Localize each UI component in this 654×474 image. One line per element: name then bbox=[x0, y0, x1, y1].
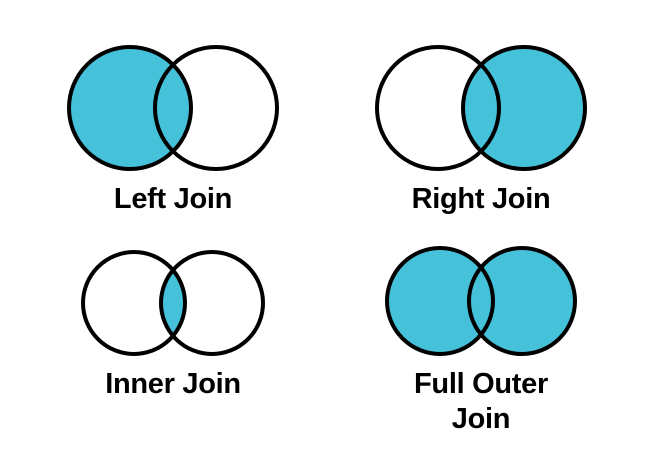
right-set-outline bbox=[467, 246, 577, 356]
panel-label-inner-join: Inner Join bbox=[105, 368, 241, 400]
left-join-venn-graphic bbox=[67, 45, 279, 171]
panel-left-join: Left Join bbox=[18, 40, 328, 220]
right-join-venn-graphic bbox=[375, 45, 587, 171]
panel-right-join: Right Join bbox=[326, 40, 636, 220]
left-set-circle bbox=[387, 248, 493, 354]
right-set-outline bbox=[159, 250, 265, 356]
left-set-circle bbox=[377, 47, 499, 169]
panel-label-right-join: Right Join bbox=[411, 183, 551, 215]
left-set-circle bbox=[69, 47, 191, 169]
right-set-outline bbox=[461, 45, 587, 171]
right-set-circle bbox=[463, 47, 585, 169]
panel-label-full-outer-join: Full Outer Join bbox=[414, 368, 548, 435]
panel-inner-join: Inner Join bbox=[18, 245, 328, 420]
full-outer-join-venn-graphic bbox=[385, 246, 577, 356]
inner-join-venn-graphic bbox=[81, 250, 265, 356]
left-set-outline bbox=[375, 45, 501, 171]
right-set-outline bbox=[153, 45, 279, 171]
left-set-outline bbox=[385, 246, 495, 356]
right-set-circle bbox=[161, 252, 263, 354]
right-set-circle bbox=[155, 47, 277, 169]
left-set-outline bbox=[81, 250, 187, 356]
left-set-outline bbox=[67, 45, 193, 171]
left-set-circle bbox=[83, 252, 185, 354]
panel-full-outer-join: Full Outer Join bbox=[326, 245, 636, 460]
panel-label-left-join: Left Join bbox=[113, 183, 233, 215]
right-set-circle bbox=[469, 248, 575, 354]
